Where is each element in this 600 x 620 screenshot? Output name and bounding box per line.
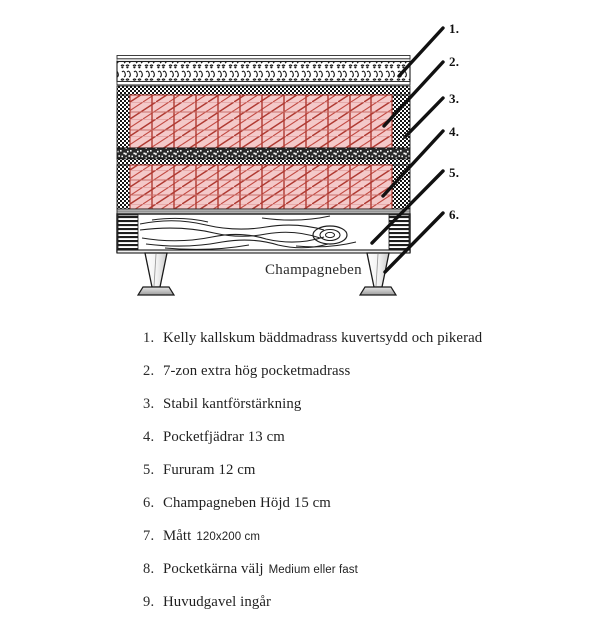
spec-number-3: 3. <box>143 396 155 412</box>
callout-number-1: 1. <box>449 21 460 36</box>
spec-number-7: 7. <box>143 528 155 544</box>
spec-item-9: 9. Huvudgavel ingår <box>143 594 583 620</box>
spec-item-5: 5. Fururam 12 cm <box>143 462 583 488</box>
spec-firmness-options: Medium eller fast <box>268 564 358 576</box>
leader-line-2 <box>382 60 445 128</box>
edge-reinforcement-lower <box>392 165 410 209</box>
spec-number-9: 9. <box>143 594 155 610</box>
callout-number-3: 3. <box>449 91 460 106</box>
bed-diagram-svg <box>116 26 445 296</box>
layer-legs <box>136 252 398 296</box>
spec-text-8: Pocketkärna välj <box>163 561 264 577</box>
spec-item-4: 4. Pocketfjädrar 13 cm <box>143 429 583 455</box>
leader-line-5 <box>370 169 445 245</box>
spec-number-6: 6. <box>143 495 155 511</box>
leg-left <box>136 252 176 296</box>
leg-right <box>358 252 398 296</box>
spec-text-9: Huvudgavel ingår <box>163 594 272 610</box>
layer-pocket-mattress-upper <box>116 85 411 149</box>
spec-text-7: Mått <box>163 528 192 544</box>
spec-item-7: 7. Mått 120x200 cm <box>143 528 583 554</box>
spec-text-3: Stabil kantförstärkning <box>163 396 302 412</box>
layer-topper-mattress <box>116 55 411 86</box>
callout-leader-lines <box>370 26 445 274</box>
spec-text-4: Pocketfjädrar 13 cm <box>163 429 285 445</box>
specification-list: 1. Kelly kallskum bäddmadrass kuvertsydd… <box>0 322 600 610</box>
spec-number-4: 4. <box>143 429 155 445</box>
layer-divider-band <box>116 147 411 160</box>
spec-text-5: Fururam 12 cm <box>163 462 256 478</box>
spec-number-1: 1. <box>143 330 155 346</box>
leader-line-3 <box>403 96 445 139</box>
spec-dimension-value: 120x200 cm <box>196 531 261 543</box>
spec-item-3: 3. Stabil kantförstärkning <box>143 396 583 422</box>
callout-number-2: 2. <box>449 54 460 69</box>
callout-number-4: 4. <box>449 124 460 139</box>
spec-number-5: 5. <box>143 462 155 478</box>
spec-number-2: 2. <box>143 363 155 379</box>
callout-number-5: 5. <box>449 165 460 180</box>
leader-line-4 <box>381 129 445 198</box>
spec-item-6: 6. Champagneben Höjd 15 cm <box>143 495 583 521</box>
wood-knot <box>312 225 348 245</box>
spec-item-1: 1. Kelly kallskum bäddmadrass kuvertsydd… <box>143 330 583 356</box>
spec-text-6: Champagneben Höjd 15 cm <box>163 495 331 511</box>
callout-number-6: 6. <box>449 207 460 222</box>
bed-cross-section-figure: 1. 2. 3. 4. 5. 6. Champagneben <box>116 21 460 296</box>
layer-pine-frame <box>116 208 411 254</box>
leader-line-6 <box>383 211 445 274</box>
spec-text-1: Kelly kallskum bäddmadrass kuvertsydd oc… <box>163 330 483 346</box>
wood-grain <box>139 215 357 250</box>
spec-item-2: 2. 7-zon extra hög pocketmadrass <box>143 363 583 389</box>
spec-text-2: 7-zon extra hög pocketmadrass <box>163 363 351 379</box>
spec-item-8: 8. Pocketkärna välj Medium eller fast <box>143 561 583 587</box>
spec-number-8: 8. <box>143 561 155 577</box>
brand-label: Champagneben <box>265 262 362 278</box>
layer-pocket-springs-lower <box>116 158 411 210</box>
leader-line-1 <box>397 26 445 78</box>
